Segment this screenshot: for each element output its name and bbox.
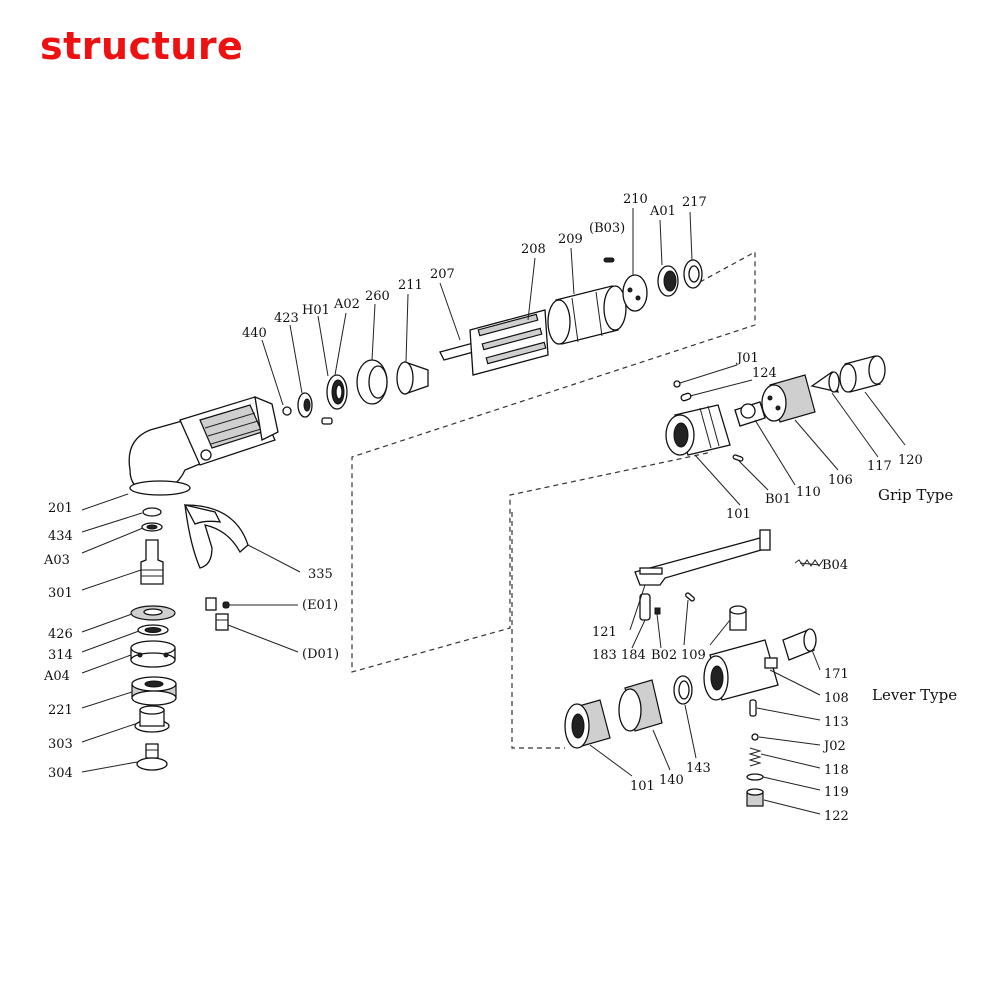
- label-201: 201: [48, 501, 73, 516]
- part-J01: [673, 380, 681, 388]
- part-118: [748, 747, 762, 767]
- label-184: 184: [621, 648, 646, 663]
- label-B04: B04: [822, 558, 848, 573]
- label-221: 221: [48, 703, 73, 718]
- label-E01: (E01): [302, 598, 338, 613]
- label-A01: A01: [649, 204, 676, 219]
- part-B03: [603, 257, 615, 263]
- label-207: 207: [430, 267, 455, 282]
- part-208: [469, 309, 549, 376]
- label-109: 109: [681, 648, 706, 663]
- label-304: 304: [48, 766, 73, 781]
- label-210: 210: [623, 192, 648, 207]
- screw-1: [205, 597, 217, 611]
- label-117: 117: [867, 459, 892, 474]
- label-lever-type: Lever Type: [872, 686, 957, 704]
- label-303: 303: [48, 737, 73, 752]
- part-pin: [321, 417, 333, 425]
- label-122: 122: [824, 809, 849, 824]
- part-labels: 440 423 H01 A02 260 211 207 208 209 (B03…: [43, 192, 957, 824]
- label-120: 120: [898, 453, 923, 468]
- label-101-grip: 101: [726, 507, 751, 522]
- label-209: 209: [558, 232, 583, 247]
- label-B01: B01: [765, 492, 791, 507]
- label-110: 110: [796, 485, 821, 500]
- grip-type-parts: [665, 355, 886, 462]
- part-209: [547, 285, 627, 345]
- label-260: 260: [365, 289, 390, 304]
- label-143: 143: [686, 761, 711, 776]
- label-426: 426: [48, 627, 73, 642]
- part-113: [749, 699, 757, 717]
- part-440: [282, 406, 292, 416]
- dashed-guides: [351, 250, 756, 749]
- label-211: 211: [398, 278, 423, 293]
- part-210: [622, 274, 648, 312]
- label-108: 108: [824, 691, 849, 706]
- label-grip-type: Grip Type: [878, 486, 953, 504]
- label-314: 314: [48, 648, 73, 663]
- part-434: [142, 507, 162, 517]
- label-106: 106: [828, 473, 853, 488]
- label-101-lever: 101: [630, 779, 655, 794]
- part-183: [639, 593, 651, 621]
- label-A02: A02: [333, 297, 360, 312]
- label-A03: A03: [43, 553, 70, 568]
- label-D01: (D01): [302, 647, 339, 662]
- guard-parts: [183, 504, 249, 631]
- label-H01: H01: [302, 303, 330, 318]
- label-J02: J02: [822, 739, 846, 754]
- part-J02: [751, 733, 759, 741]
- label-118: 118: [824, 763, 849, 778]
- label-A04: A04: [43, 669, 70, 684]
- label-124: 124: [752, 366, 777, 381]
- part-B02: [685, 592, 695, 602]
- label-183: 183: [592, 648, 617, 663]
- leader-lines: [81, 208, 906, 815]
- label-B02: B02: [651, 648, 677, 663]
- label-J01: J01: [735, 351, 759, 366]
- motor-parts: [282, 257, 703, 425]
- label-113: 113: [824, 715, 849, 730]
- label-217: 217: [682, 195, 707, 210]
- label-434: 434: [48, 529, 73, 544]
- part-119: [746, 773, 764, 781]
- label-440: 440: [242, 326, 267, 341]
- part-184: [654, 607, 661, 615]
- label-119: 119: [824, 785, 849, 800]
- part-124: [680, 392, 692, 402]
- part-E01: [222, 601, 230, 609]
- label-140: 140: [659, 773, 684, 788]
- label-121: 121: [592, 625, 617, 640]
- spindle-parts: [130, 507, 177, 771]
- part-121: [634, 537, 770, 586]
- tool-body: [128, 395, 279, 496]
- part-304: [145, 743, 159, 759]
- label-B03: (B03): [589, 221, 625, 236]
- page-title: structure: [40, 24, 244, 68]
- label-423: 423: [274, 311, 299, 326]
- part-301: [140, 539, 164, 585]
- label-171: 171: [824, 667, 849, 682]
- label-301: 301: [48, 586, 73, 601]
- label-335: 335: [308, 567, 333, 582]
- part-D01: [215, 613, 229, 631]
- label-208: 208: [521, 242, 546, 257]
